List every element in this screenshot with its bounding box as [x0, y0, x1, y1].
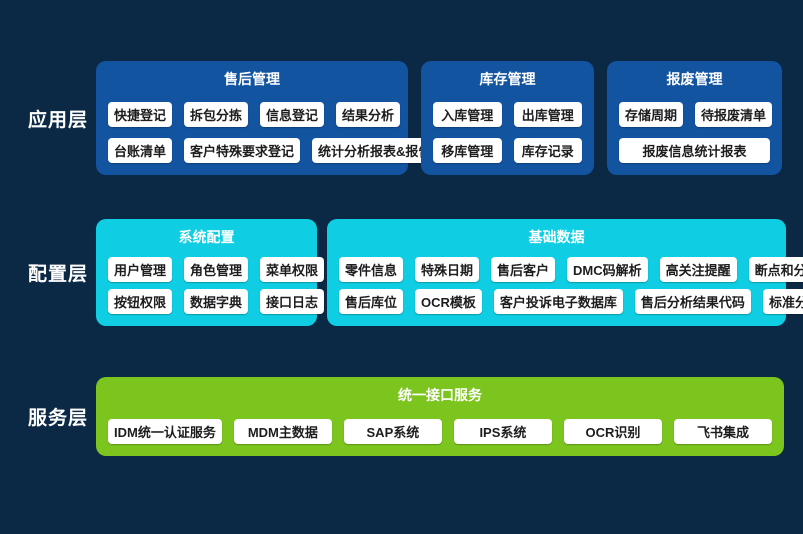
module-chip: OCR识别	[563, 419, 662, 444]
module-chip: 标准分析周期	[762, 289, 803, 314]
module-chip: 角色管理	[184, 256, 249, 282]
module-chip: 接口日志	[260, 289, 325, 314]
module-chip: 结果分析	[336, 102, 401, 127]
configuration-layer-panels: 系统配置用户管理角色管理菜单权限按钮权限数据字典接口日志基础数据零件信息特殊日期…	[96, 219, 803, 326]
module-chip: 信息登记	[260, 102, 325, 127]
module-chip: 飞书集成	[673, 419, 772, 444]
panel-scrap-management: 报废管理存储周期待报废清单报废信息统计报表	[607, 61, 782, 175]
module-chip: 售后库位	[339, 289, 404, 314]
panel-system-configuration: 系统配置用户管理角色管理菜单权限按钮权限数据字典接口日志	[96, 219, 325, 326]
module-chip: 断点和分析比例	[748, 256, 803, 282]
module-chip: 拆包分拣	[184, 102, 249, 127]
module-chip: 售后分析结果代码	[634, 289, 751, 314]
chip-row: 按钮权限数据字典接口日志	[108, 289, 325, 314]
service-layer: 服务层 统一接口服务 IDM统一认证服务 MDM主数据 SAP系统 IPS系统 OCR识别飞…	[0, 377, 803, 456]
service-layer-panels: 统一接口服务 IDM统一认证服务 MDM主数据 SAP系统 IPS系统 OCR识别飞书集成	[96, 377, 784, 456]
application-layer-panels: 售后管理快捷登记拆包分拣信息登记结果分析台账清单客户特殊要求登记统计分析报表&报…	[96, 61, 782, 175]
chip-row: 报废信息统计报表	[619, 138, 770, 163]
panel-title-scrap-management: 报废管理	[666, 71, 723, 87]
panel-inventory-management: 库存管理入库管理出库管理移库管理库存记录	[421, 61, 594, 175]
module-chip: IPS系统	[453, 419, 552, 444]
panel-title-after-sales-management: 售后管理	[224, 71, 280, 87]
module-chip: 移库管理	[433, 138, 502, 163]
panel-after-sales-management: 售后管理快捷登记拆包分拣信息登记结果分析台账清单客户特殊要求登记统计分析报表&报…	[96, 61, 438, 175]
module-chip: 台账清单	[108, 138, 173, 163]
panel-title-inventory-management: 库存管理	[479, 71, 536, 87]
module-chip: 存储周期	[619, 102, 684, 127]
module-chip: 客户特殊要求登记	[184, 138, 301, 163]
application-layer-label: 应用层	[28, 109, 89, 131]
module-chip: 高关注提醒	[659, 256, 737, 282]
chip-row: 售后库位 OCR模板客户投诉电子数据库售后分析结果代码标准分析周期	[339, 289, 803, 314]
module-chip: 特殊日期	[415, 256, 480, 282]
module-chip: IDM统一认证服务	[108, 419, 222, 444]
module-chip: DMC码解析	[567, 256, 648, 282]
chip-row: 用户管理角色管理菜单权限	[108, 256, 325, 282]
module-chip: 库存记录	[513, 138, 582, 163]
module-chip: 菜单权限	[260, 256, 325, 282]
panel-title-unified-interface-service: 统一接口服务	[398, 387, 482, 403]
panel-title-system-configuration: 系统配置	[178, 229, 235, 245]
service-layer-label: 服务层	[28, 408, 89, 429]
module-chip: 零件信息	[339, 256, 404, 282]
module-chip: 数据字典	[184, 289, 249, 314]
chip-row: 入库管理出库管理	[433, 102, 582, 127]
module-chip: MDM主数据	[233, 419, 332, 444]
module-chip: 出库管理	[513, 102, 582, 127]
module-chip: 统计分析报表&报告	[312, 138, 438, 163]
module-chip: SAP系统	[343, 419, 442, 444]
module-chip: 入库管理	[433, 102, 502, 127]
module-chip: 用户管理	[108, 256, 173, 282]
module-chip: 按钮权限	[108, 289, 173, 314]
configuration-layer-label: 配置层	[28, 264, 89, 285]
configuration-layer: 配置层系统配置用户管理角色管理菜单权限按钮权限数据字典接口日志基础数据零件信息特…	[0, 219, 803, 326]
application-layer: 应用层售后管理快捷登记拆包分拣信息登记结果分析台账清单客户特殊要求登记统计分析报…	[0, 61, 803, 175]
module-chip: 客户投诉电子数据库	[493, 289, 623, 314]
module-chip: 售后客户	[491, 256, 556, 282]
module-chip: OCR模板	[415, 289, 482, 314]
chip-row: 快捷登记拆包分拣信息登记结果分析	[108, 102, 401, 127]
chip-row: 移库管理库存记录	[433, 138, 582, 163]
chip-row: 存储周期待报废清单	[619, 102, 773, 127]
panel-unified-interface-service: 统一接口服务 IDM统一认证服务 MDM主数据 SAP系统 IPS系统 OCR识别飞书集成	[96, 377, 784, 456]
module-chip: 待报废清单	[695, 102, 773, 127]
module-chip: 报废信息统计报表	[619, 138, 770, 163]
panel-title-basic-data: 基础数据	[528, 229, 585, 245]
module-chip: 快捷登记	[108, 102, 173, 127]
chip-row: IDM统一认证服务 MDM主数据 SAP系统 IPS系统 OCR识别飞书集成	[108, 419, 772, 444]
chip-row: 台账清单客户特殊要求登记统计分析报表&报告	[108, 138, 438, 163]
